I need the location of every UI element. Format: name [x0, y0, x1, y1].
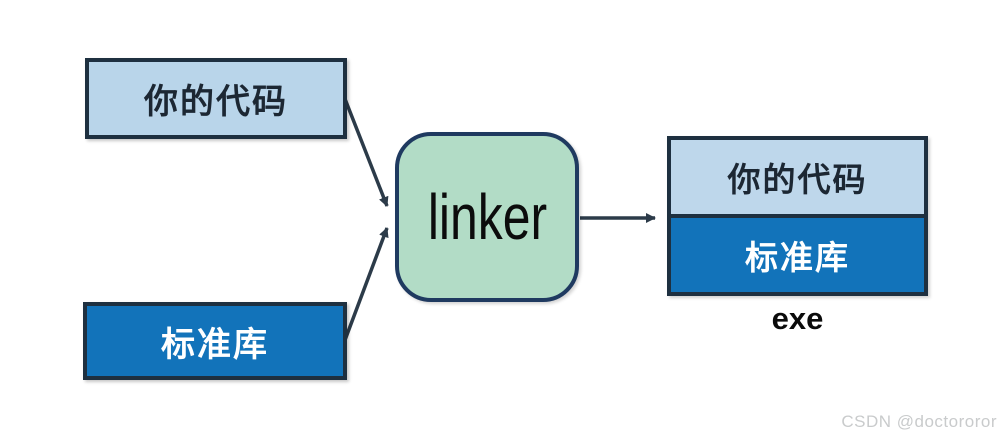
csdn-watermark: CSDN @doctororor: [841, 412, 997, 431]
arrow-std-lib-to-linker: [343, 227, 389, 341]
node-std-lib-label: 标准库: [161, 325, 269, 364]
arrow-your-code-to-linker: [343, 98, 389, 207]
exe-section-your-code: 你的代码: [671, 140, 924, 218]
exe-section-std-lib: 标准库: [671, 218, 924, 292]
node-linker: linker: [395, 132, 579, 302]
exe-section-your-code-label: 你的代码: [727, 161, 868, 198]
node-your-code-label: 你的代码: [144, 83, 288, 121]
exe-section-std-lib-label: 标准库: [745, 239, 850, 276]
exe-caption: exe: [771, 301, 824, 336]
node-linker-label: linker: [427, 181, 547, 253]
node-exe: 你的代码 标准库: [667, 136, 928, 296]
node-std-lib: 标准库: [83, 302, 347, 380]
node-your-code: 你的代码: [85, 58, 347, 139]
